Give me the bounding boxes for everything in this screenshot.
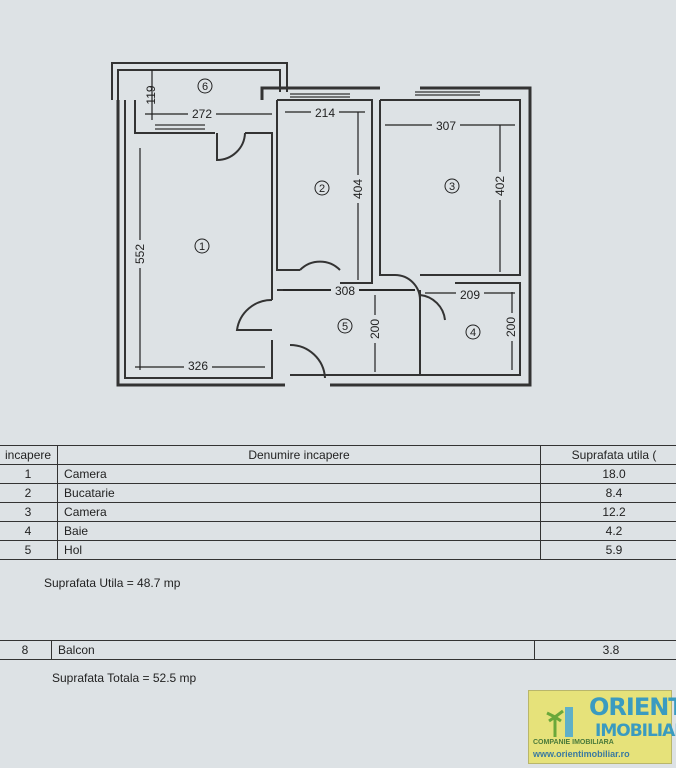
header-area: Suprafata utila ( <box>540 445 676 465</box>
dim-272: 272 <box>192 107 212 121</box>
cell-nr: 5 <box>0 540 59 560</box>
cell-name: Bucatarie <box>57 483 542 503</box>
table-header: incapere Denumire incapere Suprafata uti… <box>0 445 676 465</box>
dim-308: 308 <box>335 284 355 298</box>
dim-307: 307 <box>436 119 456 133</box>
palm-tree-icon <box>546 707 573 737</box>
balcony-wall <box>111 62 288 100</box>
logo-tagline: COMPANIE IMOBILIARA <box>533 739 614 746</box>
cell-name: Camera <box>57 464 542 484</box>
room-number-6: 6 <box>202 81 208 93</box>
dim-balcony-height: 119 <box>144 85 158 104</box>
dim-402: 402 <box>493 176 507 196</box>
cell-nr: 3 <box>0 502 59 522</box>
dim-hall-200: 200 <box>368 319 382 339</box>
cell-nr: 4 <box>0 521 59 541</box>
cell-area: 4.2 <box>540 521 676 541</box>
cell-nr: 2 <box>0 483 59 503</box>
dim-209: 209 <box>460 288 480 302</box>
cell-area: 18.0 <box>540 464 676 484</box>
cell-name: Balcon <box>51 640 535 660</box>
total-area: Suprafata Totala = 52.5 mp <box>52 671 197 685</box>
cell-area: 8.4 <box>540 483 676 503</box>
header-nr: incapere <box>0 445 59 465</box>
orient-imobiliar-logo: ORIENT IMOBILIAR COMPANIE IMOBILIARA www… <box>528 690 676 764</box>
room-numbers <box>194 78 481 340</box>
room-number-1: 1 <box>199 241 205 253</box>
dim-214: 214 <box>315 106 335 120</box>
header-name: Denumire incapere <box>57 445 542 465</box>
dim-bath-200: 200 <box>504 317 518 337</box>
cell-name: Baie <box>57 521 542 541</box>
room-number-2: 2 <box>319 183 325 195</box>
logo-line1: ORIENT <box>589 693 676 721</box>
rooms-table: incapere Denumire incapere Suprafata uti… <box>0 445 676 560</box>
room-number-3: 3 <box>449 181 455 193</box>
room-number-5: 5 <box>342 321 348 333</box>
room-number-4: 4 <box>470 327 476 339</box>
logo-url: www.orientimobiliar.ro <box>533 749 630 759</box>
cell-name: Hol <box>57 540 542 560</box>
cell-area: 5.9 <box>540 540 676 560</box>
cell-area: 3.8 <box>534 640 676 660</box>
cell-name: Camera <box>57 502 542 522</box>
cell-area: 12.2 <box>540 502 676 522</box>
floor-plan: 119 272 214 307 404 402 552 308 209 200 … <box>111 62 532 387</box>
logo-line2: IMOBILIAR <box>595 721 676 741</box>
dim-404: 404 <box>351 179 365 199</box>
dimension-labels: 119 272 214 307 404 402 552 308 209 200 … <box>133 85 518 373</box>
useful-area-total: Suprafata Utila = 48.7 mp <box>44 576 181 590</box>
dim-326: 326 <box>188 359 208 373</box>
dim-552: 552 <box>133 244 147 264</box>
cell-nr: 1 <box>0 464 59 484</box>
cell-nr: 8 <box>0 640 52 660</box>
